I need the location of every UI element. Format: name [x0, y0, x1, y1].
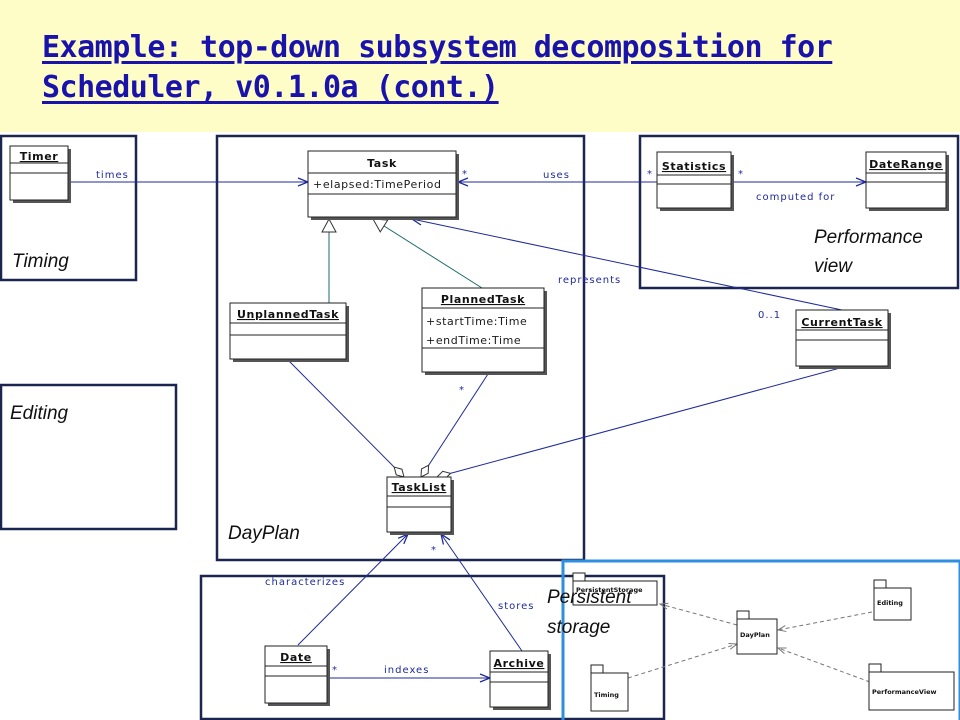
pkg-icon-editing: Editing	[873, 579, 912, 621]
planned-task-class-name: PlannedTask	[441, 293, 525, 306]
timing-package	[0, 134, 138, 282]
planned-inherits-task	[372, 218, 483, 289]
performance-package-label-line2: view	[814, 256, 853, 277]
task-list-class-name: TaskList	[392, 481, 447, 494]
planned-tasklist-aggregation	[420, 373, 489, 478]
timing-package-label: Timing	[12, 251, 69, 272]
class-unplanned-task: UnplannedTask	[229, 302, 349, 362]
stores-association	[441, 534, 523, 652]
class-date-range: DateRange	[865, 151, 949, 211]
date-range-class-name: DateRange	[869, 158, 943, 171]
pkg-persistent-storage-label: PersistentStorage	[576, 586, 643, 594]
pkg-icon-timing: Timing	[590, 664, 629, 712]
persistent-package-label-line2: storage	[547, 617, 610, 638]
computed-for-label: computed for	[756, 192, 835, 203]
times-label: times	[96, 170, 129, 181]
stores-multiplicity: *	[431, 545, 437, 556]
currenttask-tasklist-aggregation	[436, 367, 841, 480]
pkg-editing-label: Editing	[877, 599, 903, 607]
planned-task-attribute-start: +startTime:Time	[426, 315, 527, 328]
indexes-label: indexes	[384, 665, 429, 676]
pkg-dep-timing-dayplan	[627, 644, 737, 679]
pkg-icon-dayplan: DayPlan	[736, 610, 778, 655]
pkg-dep-persistent-dayplan	[660, 604, 738, 626]
class-planned-task: PlannedTask +startTime:Time +endTime:Tim…	[421, 287, 547, 375]
pkg-dep-editing-dayplan	[778, 611, 873, 630]
represents-association	[412, 219, 843, 311]
pkg-performance-view-label: PerformanceView	[872, 688, 936, 696]
task-attribute: +elapsed:TimePeriod	[313, 178, 442, 191]
pkg-dep-performance-dayplan	[778, 648, 871, 683]
package-overview-frame	[561, 559, 960, 720]
persistent-package-label-line1: Persistent	[547, 587, 632, 608]
class-statistics: Statistics	[656, 151, 734, 211]
class-date: Date	[264, 645, 330, 706]
performance-view-package	[638, 134, 960, 290]
dayplan-package-label: DayPlan	[228, 523, 300, 544]
current-task-class-name: CurrentTask	[801, 316, 882, 329]
represents-label: represents	[558, 275, 621, 286]
pkg-icon-persistent-storage: PersistentStorage	[572, 572, 658, 606]
planned-task-attribute-end: +endTime:Time	[426, 334, 521, 347]
represents-multiplicity: 0..1	[758, 310, 781, 321]
class-timer: Timer	[9, 145, 71, 203]
uses-multiplicity-statistics: *	[647, 169, 653, 180]
characterizes-association	[297, 534, 408, 646]
task-class-name: Task	[367, 157, 397, 170]
class-task: Task +elapsed:TimePeriod	[307, 150, 459, 220]
editing-package-label: Editing	[10, 403, 69, 424]
unplanned-tasklist-aggregation	[288, 360, 405, 478]
performance-package-label-line1: Performance	[814, 227, 923, 248]
uses-multiplicity-task: *	[462, 169, 468, 180]
editing-package	[0, 383, 178, 531]
class-current-task: CurrentTask	[795, 309, 891, 369]
persistent-storage-package	[199, 574, 666, 720]
class-task-list: TaskList	[386, 476, 454, 535]
archive-class-name: Archive	[494, 657, 545, 670]
timer-class-name: Timer	[20, 150, 59, 163]
title-band	[0, 0, 960, 132]
pkg-dayplan-label: DayPlan	[740, 631, 770, 639]
computed-for-multiplicity: *	[738, 169, 744, 180]
statistics-class-name: Statistics	[662, 160, 726, 173]
date-class-name: Date	[280, 651, 312, 664]
pkg-timing-label: Timing	[594, 691, 619, 699]
class-archive: Archive	[489, 650, 551, 710]
unplanned-task-class-name: UnplannedTask	[237, 308, 339, 321]
pkg-icon-performance-view: PerformanceView	[868, 663, 955, 711]
slide-title: Example: top-down subsystem decompositio…	[42, 30, 833, 105]
uses-label: uses	[543, 170, 570, 181]
stores-label: stores	[498, 601, 535, 612]
dayplan-package	[215, 134, 586, 562]
indexes-multiplicity: *	[332, 665, 338, 676]
characterizes-label: characterizes	[265, 577, 345, 588]
planned-multiplicity: *	[459, 385, 465, 396]
